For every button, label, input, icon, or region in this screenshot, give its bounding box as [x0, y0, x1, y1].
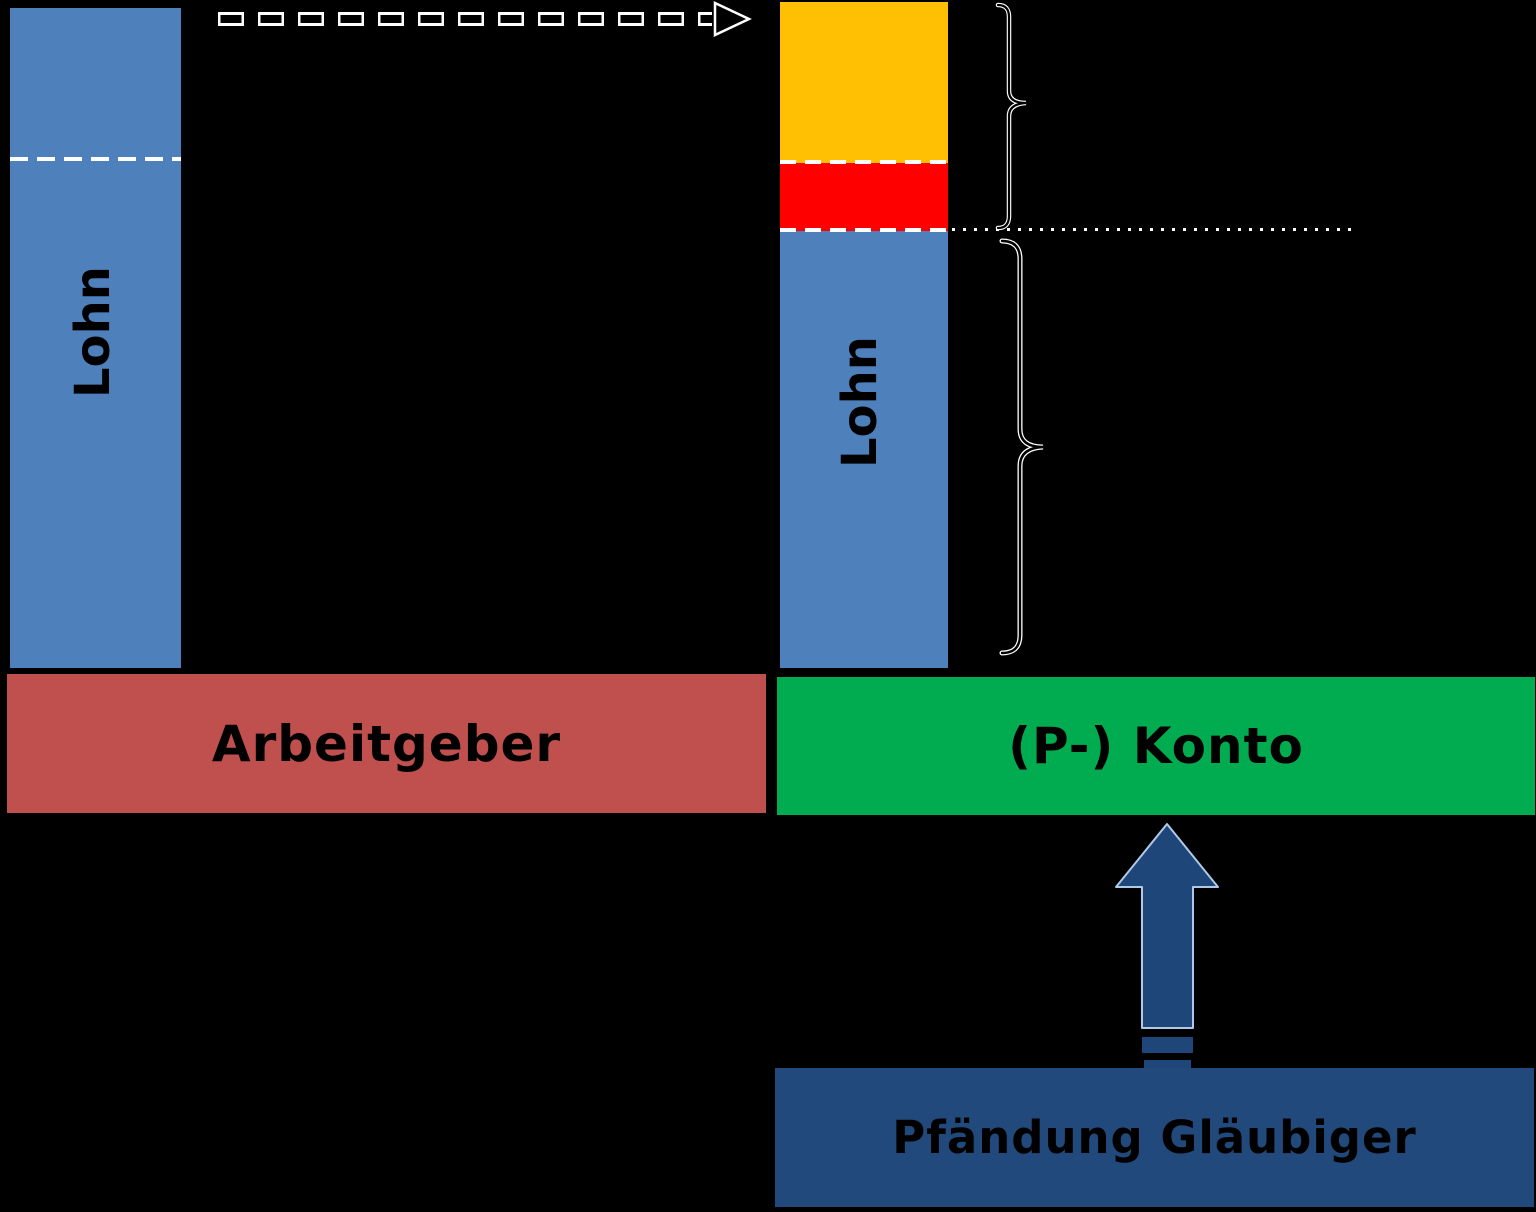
wage-segment-orange — [780, 2, 948, 163]
wage-bar-employer-label: Lohn — [65, 266, 121, 398]
wage-segment-blue — [780, 231, 948, 668]
wage-bar-employer — [10, 8, 181, 668]
wage-segment-red — [780, 163, 948, 231]
threshold-dashed-line-red-blue — [780, 228, 948, 232]
curly-brace-lower-icon — [999, 238, 1044, 656]
wage-bar-account-label: Lohn — [832, 336, 888, 468]
employer-box-label: Arbeitgeber — [211, 714, 562, 773]
account-box-label: (P-) Konto — [1008, 717, 1304, 775]
curly-braces — [995, 2, 1044, 656]
creditor-box: Pfändung Gläubiger — [775, 1068, 1534, 1207]
threshold-dashed-line-orange-red — [780, 160, 948, 164]
protection-level-dotted-line — [952, 228, 1352, 231]
garnishment-up-arrow-icon — [1115, 823, 1219, 1069]
wage-transfer-dashed-arrow-icon — [218, 1, 752, 37]
creditor-box-label: Pfändung Gläubiger — [892, 1111, 1417, 1164]
threshold-dashed-line-left — [10, 157, 181, 161]
account-box: (P-) Konto — [777, 677, 1535, 815]
curly-brace-upper-icon — [995, 2, 1027, 231]
employer-box: Arbeitgeber — [7, 674, 766, 813]
